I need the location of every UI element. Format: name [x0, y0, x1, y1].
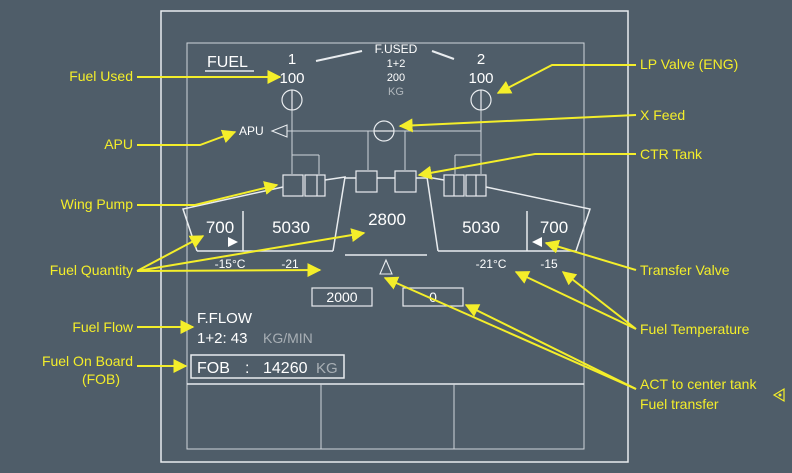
act-right-box [402, 287, 464, 307]
left-outer-tank-qty: 700 [206, 218, 234, 237]
left-outer-temp: -15°C [215, 257, 246, 271]
fused-sub-label: 1+2 [387, 58, 406, 70]
callout-wing-pump: Wing Pump [61, 196, 134, 212]
fob-colon: : [245, 360, 249, 377]
fused-value: 200 [387, 72, 405, 84]
fused-label: F.USED [375, 42, 418, 56]
apu-triangle-icon [270, 124, 288, 138]
engine-2-label: 2 [477, 51, 485, 68]
caret-dot-icon [778, 393, 782, 397]
page-title: FUEL [207, 54, 248, 71]
fob-box [190, 354, 345, 379]
engine-2-used: 100 [468, 70, 493, 87]
fused-bracket-left [315, 50, 363, 62]
fflow-label: F.FLOW [197, 310, 253, 327]
wing-pumps-left [282, 174, 326, 197]
display-inner-frame [186, 42, 585, 450]
act-left-value: 2000 [326, 289, 357, 305]
fob-unit: KG [316, 360, 338, 377]
callout-ctr-tank: CTR Tank [640, 146, 703, 162]
engine-1-used: 100 [279, 70, 304, 87]
ctr-tank-pumps [355, 170, 417, 193]
callout-fuel-transfer: Fuel transfer [640, 396, 719, 412]
ctr-pump-1 [355, 170, 378, 193]
act-right-value: 0 [429, 289, 437, 305]
wing-pump-left-2 [304, 174, 326, 197]
callout-act-transfer: ACT to center tank [640, 376, 757, 392]
apu-label: APU [239, 124, 264, 138]
right-outer-tank-qty: 700 [540, 218, 568, 237]
callout-fuel-on-board: Fuel On Board [42, 353, 133, 369]
ctr-pump-2 [394, 170, 417, 193]
wing-pumps-right [443, 174, 487, 197]
callout-fob: (FOB) [82, 371, 120, 387]
callout-fuel-quantity: Fuel Quantity [50, 262, 133, 278]
wing-pump-left-1 [282, 174, 304, 197]
right-outer-temp: -15 [540, 257, 558, 271]
callout-arrows-right [383, 64, 637, 390]
right-inner-temp: -21°C [476, 257, 507, 271]
left-transfer-valve-icon [228, 237, 238, 247]
callout-fuel-used: Fuel Used [69, 68, 133, 84]
fused-bracket-right [431, 50, 455, 60]
callout-x-feed: X Feed [640, 107, 685, 123]
fob-value: 14260 [263, 360, 308, 377]
left-inner-tank-qty: 5030 [272, 218, 310, 237]
fob-label: FOB [197, 360, 230, 377]
callout-apu: APU [104, 136, 133, 152]
fused-unit: KG [388, 86, 404, 98]
right-transfer-valve-icon [532, 237, 542, 247]
right-inner-tank-qty: 5030 [462, 218, 500, 237]
right-wing-outline [426, 176, 591, 252]
callout-lp-valve: LP Valve (ENG) [640, 56, 738, 72]
center-tank-qty: 2800 [368, 210, 406, 229]
callout-fuel-temperature: Fuel Temperature [640, 321, 750, 337]
fuel-lines [287, 110, 482, 174]
fflow-unit: KG/MIN [263, 330, 313, 346]
callout-transfer-valve: Transfer Valve [640, 262, 730, 278]
display-frame [160, 10, 629, 463]
act-transfer-triangle-icon [379, 258, 393, 275]
caret-icon [772, 387, 785, 403]
callout-fuel-flow: Fuel Flow [72, 319, 134, 335]
left-inner-temp: -21 [281, 257, 299, 271]
callout-arrows-left [136, 70, 366, 373]
fflow-value: 1+2: 43 [197, 330, 247, 347]
act-left-box [311, 287, 373, 307]
engine-1-label: 1 [288, 51, 296, 68]
